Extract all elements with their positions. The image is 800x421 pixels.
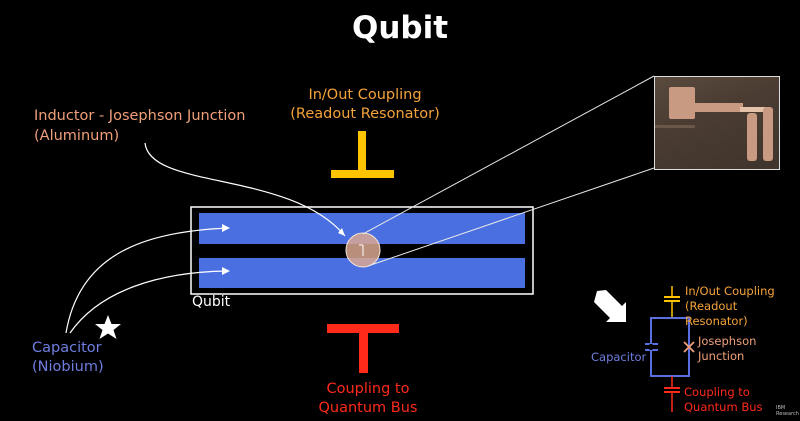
in-out-coupling-line2: (Readout Resonator) <box>290 106 440 122</box>
watermark-line1: IBM <box>776 405 786 411</box>
pointer-arrow-icon <box>594 290 626 322</box>
qubit-outline <box>190 206 534 295</box>
readout-coupler-bar <box>331 170 394 178</box>
mini-bus-line1: Coupling to <box>684 385 750 399</box>
mini-jj-line1: Josephson <box>698 334 757 348</box>
micrograph-drawing <box>655 87 773 161</box>
mini-josephson-label: Josephson Junction <box>698 334 756 364</box>
mini-loop <box>650 317 690 377</box>
capacitor-line2: (Niobium) <box>32 359 104 375</box>
watermark-logo: IBM Research <box>776 405 799 417</box>
qubit-box-label: Qubit <box>192 294 231 310</box>
mini-in-line2: (Readout Resonator) <box>685 299 748 328</box>
capacitor-arrow-top <box>65 227 228 334</box>
capacitor-line1: Capacitor <box>32 340 102 356</box>
inductor-line1: Inductor - Josephson Junction <box>34 108 246 124</box>
mini-circuit <box>645 286 695 412</box>
inductor-arrow <box>144 142 346 237</box>
coupling-bus-label: Coupling to Quantum Bus <box>268 380 468 418</box>
mini-in-out-label: In/Out Coupling (Readout Resonator) <box>685 284 800 329</box>
in-out-coupling-line1: In/Out Coupling <box>308 87 422 103</box>
watermark-line2: Research <box>776 411 799 417</box>
in-out-coupling-label: In/Out Coupling (Readout Resonator) <box>260 86 470 124</box>
capacitor-arrowhead-top <box>222 224 230 232</box>
inductor-label: Inductor - Josephson Junction (Aluminum) <box>34 106 245 146</box>
bus-coupler-stem <box>359 333 368 373</box>
mini-jj-line2: Junction <box>698 349 745 363</box>
junction-micrograph <box>654 76 780 170</box>
coupling-bus-line2: Quantum Bus <box>318 400 418 416</box>
coupling-bus-line1: Coupling to <box>326 381 410 397</box>
mini-bus-line2: Quantum Bus <box>684 400 763 414</box>
capacitor-arrow-bottom <box>69 270 228 334</box>
star-icon <box>95 315 121 339</box>
mini-bus-label: Coupling to Quantum Bus <box>684 385 763 415</box>
capacitor-label: Capacitor (Niobium) <box>32 339 104 377</box>
zoom-line-bottom <box>367 167 655 267</box>
mini-in-line1: In/Out Coupling <box>685 284 775 298</box>
bus-coupler-bar <box>327 324 399 333</box>
inductor-line2: (Aluminum) <box>34 128 120 144</box>
readout-coupler-stem <box>358 131 366 171</box>
page-title: Qubit <box>351 10 449 46</box>
zoom-line-top <box>362 75 655 235</box>
inductor-arrowhead <box>338 228 345 236</box>
capacitor-arrowhead-bottom <box>222 267 230 275</box>
mini-capacitor-label: Capacitor <box>591 350 647 364</box>
